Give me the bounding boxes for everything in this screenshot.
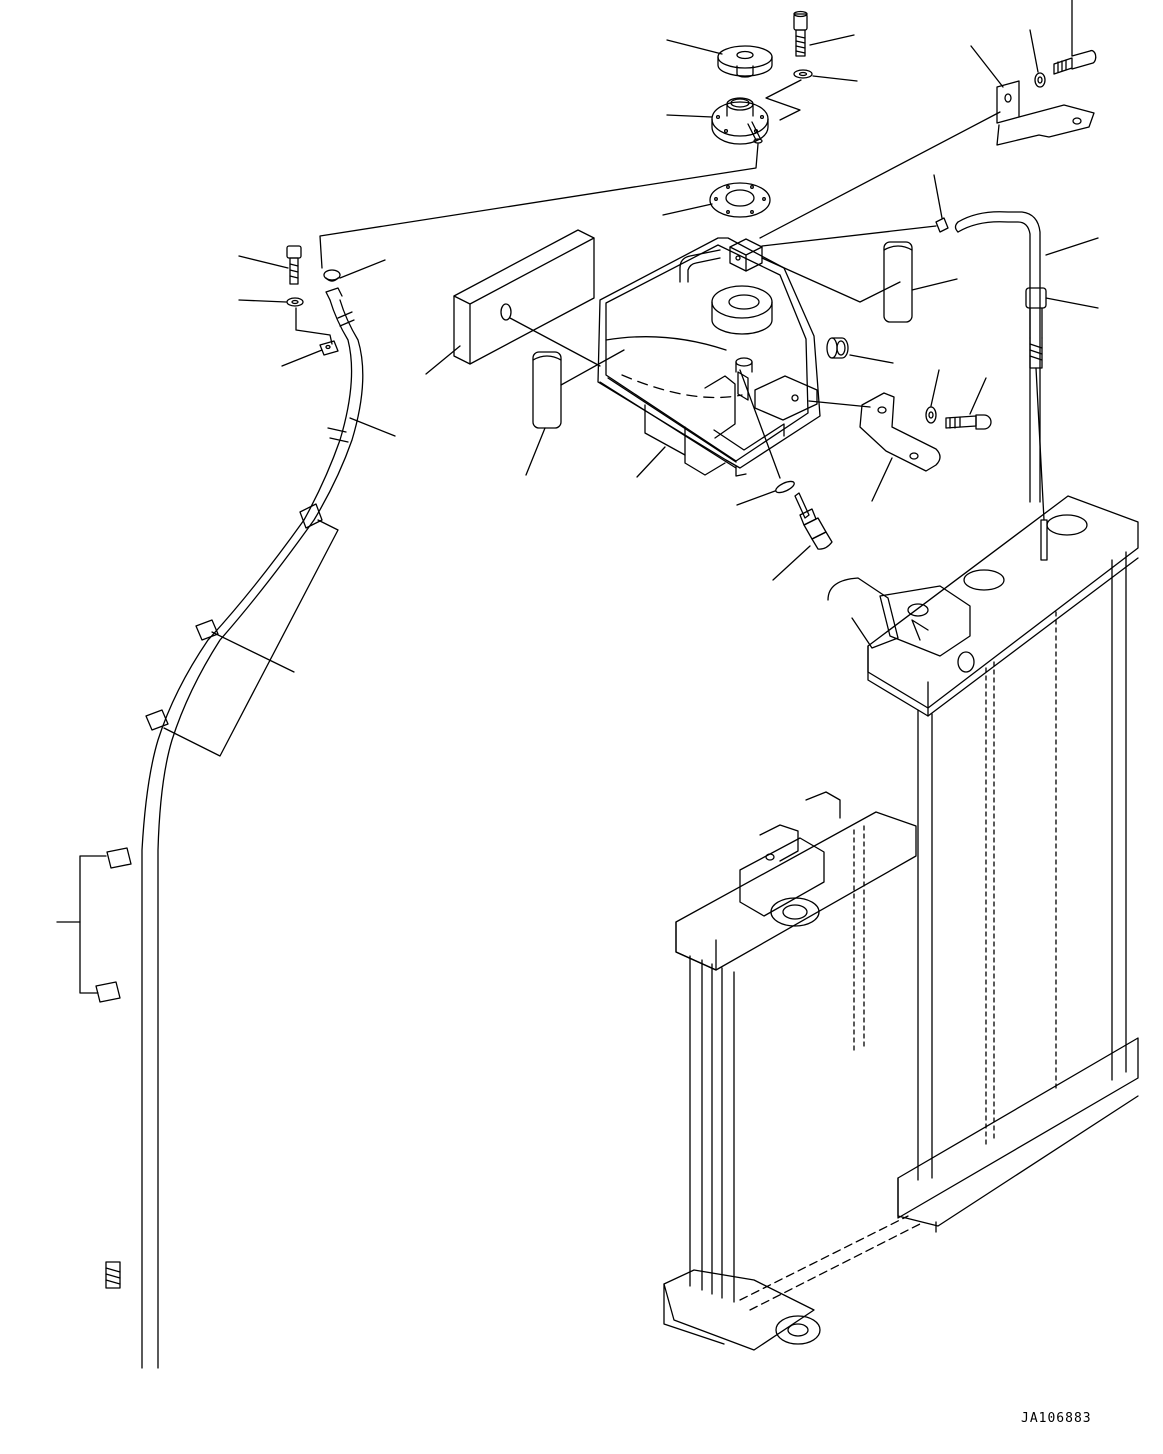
connector-neck-hose [320, 144, 758, 268]
connector-hose-clamps-2 [80, 856, 106, 993]
clip-left [320, 341, 338, 355]
connector-sensor-block [762, 258, 900, 302]
grommet [827, 338, 848, 358]
leader-line-washer-tr [1030, 30, 1038, 72]
leader-line-gasket [663, 204, 712, 215]
plug-small [936, 218, 948, 232]
leader-line-bracket-mid [872, 458, 892, 501]
leader-line-level-switch [773, 546, 810, 580]
leader-line-bolt-mr [970, 378, 986, 414]
leader-line-o-ring [737, 491, 775, 505]
reservoir-tank [598, 238, 820, 476]
leader-line-bolt-left [239, 256, 288, 268]
connector-bracket-tank-mid [809, 401, 870, 407]
level-switch [795, 493, 832, 549]
leader-line-cap [667, 40, 722, 54]
sensor-block [730, 239, 762, 271]
bracket-middle-right [860, 393, 940, 471]
connector-bracket-tank [760, 112, 1000, 238]
washer-top-right [1035, 73, 1045, 87]
leader-line-washer-left [239, 300, 286, 302]
leader-line-foam-pad [426, 346, 460, 374]
leader-line-washer-mr [931, 370, 939, 406]
leader-line-bracket [971, 46, 1003, 87]
filler-neck [712, 98, 768, 144]
connector-washer-clip [296, 308, 332, 344]
washer-mid-right [926, 407, 936, 423]
overflow-hose-right [956, 212, 1048, 560]
leader-line-washer [813, 76, 857, 81]
leader-line-filler-neck [667, 115, 712, 117]
hose-clamp-left [324, 270, 340, 281]
connector-sensor-plug [762, 226, 936, 246]
bracket-top-right [997, 81, 1094, 145]
leader-line-hose-right [1046, 238, 1098, 255]
washer-top [794, 70, 812, 78]
connector-pad-tank [561, 350, 624, 385]
connector-sensor-bottom [740, 370, 780, 478]
radiator-phantom [664, 496, 1138, 1350]
leader-line-clip-left [282, 350, 322, 366]
leader-line-pad-small [526, 428, 545, 475]
o-ring [774, 479, 796, 495]
leader-line-screw [810, 35, 854, 45]
leader-line-clamps-1 [212, 632, 294, 672]
cap-screw [794, 12, 807, 57]
overflow-hose-left [96, 288, 363, 1368]
connector-hose-clamps-1 [164, 520, 338, 756]
connector-foam-tank [510, 318, 600, 366]
leader-line-grommet [850, 355, 893, 363]
pad-small-right [884, 242, 912, 322]
leader-line-plug-small [934, 175, 942, 218]
leader-line-pad-right [912, 279, 957, 290]
bolt-top-right [1054, 51, 1096, 74]
connector-washer-neck [766, 80, 801, 120]
bolt-left [287, 246, 301, 284]
radiator-cap [718, 46, 772, 77]
bolt-mid-right [946, 415, 991, 429]
washer-left [287, 298, 303, 306]
gasket [710, 183, 770, 217]
leader-line-hose-clamp-right [1046, 298, 1098, 308]
leader-line-hose-clamp [340, 260, 385, 278]
foam-pad-large [454, 230, 594, 364]
drawing-id: JA106883 [1021, 1411, 1092, 1426]
pad-small-left [533, 352, 561, 428]
leader-line-tank-mount [637, 447, 665, 477]
leader-line-hose-left [350, 418, 395, 436]
